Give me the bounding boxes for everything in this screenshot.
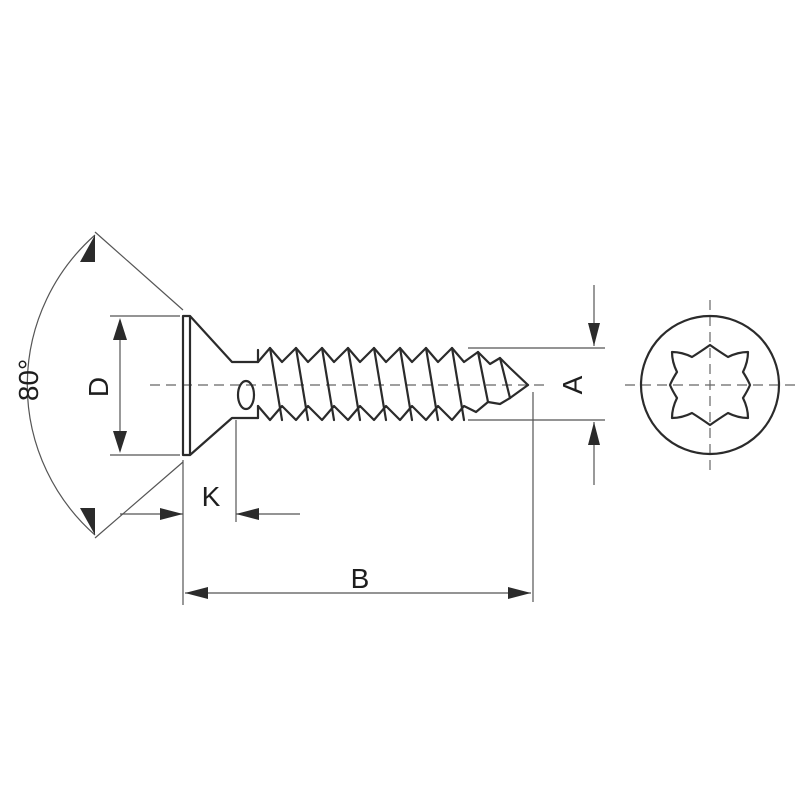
angle-label: 80° — [13, 359, 44, 401]
length-dimension: B — [185, 392, 534, 602]
thread-diameter-dimension: A — [468, 285, 605, 485]
thread-top-profile — [256, 346, 530, 387]
head-height-label: K — [202, 481, 221, 512]
thread-bottom-profile — [256, 383, 530, 422]
screw-head — [181, 314, 260, 457]
thread-flanks — [268, 346, 512, 422]
screw-side-view — [181, 314, 530, 457]
thread-diameter-label: A — [557, 375, 588, 394]
head-height-dimension: K — [120, 420, 300, 605]
screw-end-view — [625, 300, 795, 470]
head-outline-circle — [639, 314, 781, 456]
head-diameter-dimension: D — [83, 315, 180, 456]
shank-relief — [236, 379, 256, 411]
torx-recess-icon — [668, 343, 752, 427]
head-diameter-label: D — [83, 377, 114, 397]
angle-dimension: 80° — [13, 231, 184, 539]
length-label: B — [351, 563, 370, 594]
